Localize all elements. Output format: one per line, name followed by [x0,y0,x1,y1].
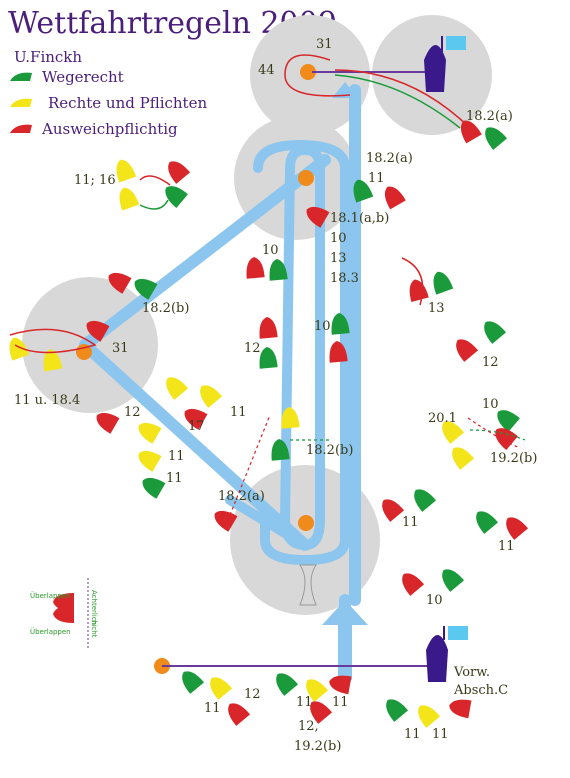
mark-top [300,64,316,80]
rule-label: 12 [244,687,261,702]
rule-label: 11 [168,449,185,464]
course-lines [79,84,361,686]
rule-label: 11; 16 [74,173,116,188]
rule-label: 19.2(b) [294,739,341,754]
rule-label: 10 [314,319,331,334]
rule-label: 11 [332,695,349,710]
overlap-note [53,578,89,650]
yellow-boat-icon [10,98,32,107]
flag-icon [448,626,468,640]
author-label: U.Finckh [14,48,83,66]
overlap-label: Überlappen [30,591,71,600]
rule-label: 10 [426,593,443,608]
rule-label: 12, [298,719,319,734]
rule-label: 31 [316,37,333,52]
rule-label: 11 [498,539,515,554]
rule-label: 18.2(a) [366,151,413,166]
rule-label: 13 [428,301,445,316]
overlap-vertical: Achterlich [90,590,98,625]
rule-label: 11 [368,171,385,186]
rule-label: 11 [404,727,421,742]
start-figure [299,564,317,606]
rule-label: Absch.C [453,683,508,698]
rule-label: 20.1 [428,411,457,426]
rule-label: 12 [124,405,141,420]
rule-label: 13 [330,251,347,266]
rule-label: 19.2(b) [490,451,537,466]
committee-boat-top [424,36,466,92]
overlap-label: Überlappen [30,627,71,636]
arrow-start-icon [322,600,368,680]
legend-label: Ausweichpflichtig [42,120,178,138]
rule-label: 18.2(b) [142,301,189,316]
rule-label: 18.2(a) [466,109,513,124]
rule-label: 10 [330,231,347,246]
legend-item-wegerecht: Wegerecht [8,66,124,88]
rule-label: 18.1(a,b) [330,211,389,226]
rule-label: 11 [402,515,419,530]
rule-label: 10 [262,243,279,258]
legend-label: Rechte und Pflichten [48,94,208,112]
rule-label: 31 [112,341,129,356]
rule-label: 11 [296,695,313,710]
rule-label: 11 [230,405,247,420]
rule-label: 11 [432,727,449,742]
rule-label: 44 [258,63,275,78]
rule-label: 11 [204,701,221,716]
course-reach [225,495,310,550]
rule-label: 17 [188,419,205,434]
legend-item-ausweich: Ausweichpflichtig [8,118,178,140]
rule-label: 12 [244,341,261,356]
rule-label: Vorw. [453,665,490,680]
rule-label: 11 [166,471,183,486]
rule-label: 11 u. 18.4 [14,393,80,408]
green-boat-icon [10,72,32,81]
rule-label: 18.2(a) [218,489,265,504]
mark-leeward [298,515,314,531]
rule-label: 10 [482,397,499,412]
rule-label: 18.2(b) [306,443,353,458]
rule-label: 12 [482,355,499,370]
arrow-top-icon [332,82,358,98]
legend-label: Wegerecht [42,68,124,86]
flag-icon [446,36,466,50]
committee-boat-start [426,626,468,682]
course-outer-loop [253,140,350,565]
overlap-vertical: nicht [90,620,98,638]
mark-upper [298,170,314,186]
rule-label: 18.3 [330,271,359,286]
legend-item-rechte: Rechte und Pflichten [8,92,207,114]
red-boat-icon [10,124,32,133]
